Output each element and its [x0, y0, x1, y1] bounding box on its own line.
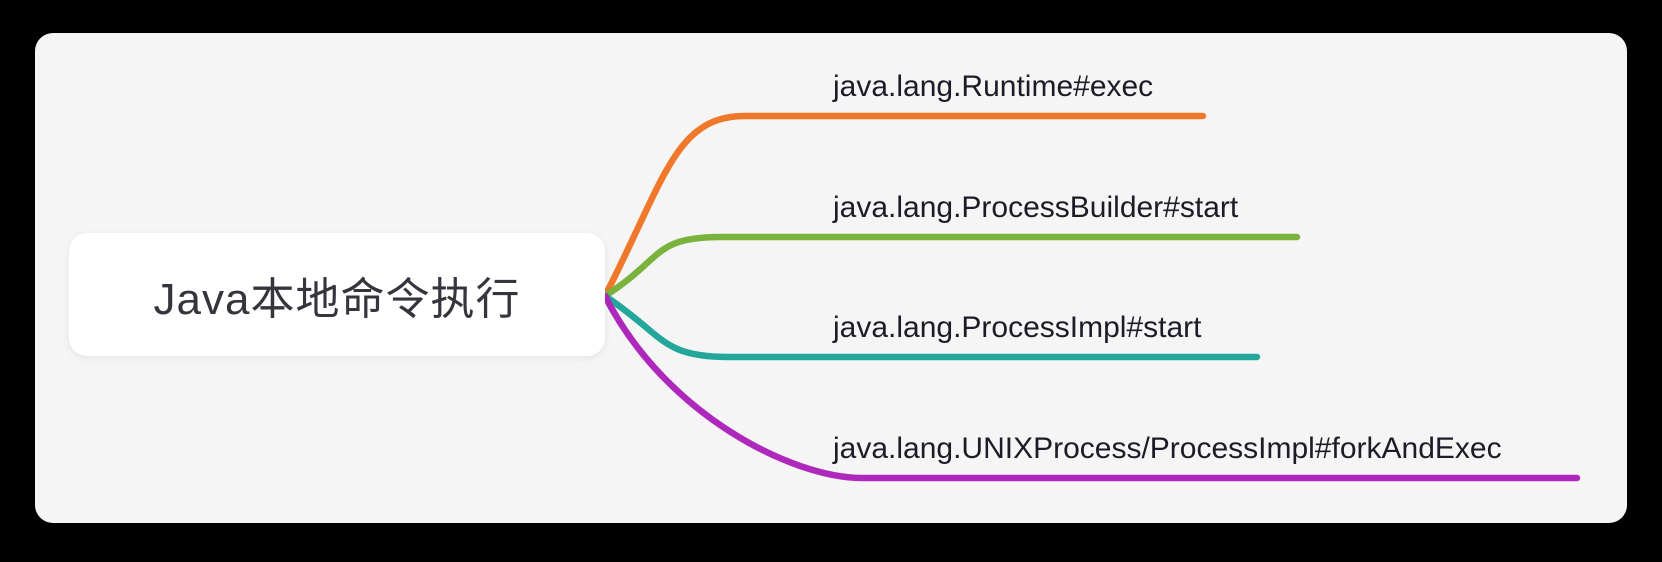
branch-node[interactable]: java.lang.Runtime#exec [833, 70, 1154, 103]
branch-connector [601, 292, 1261, 361]
branch-connector [601, 112, 1207, 300]
root-node[interactable]: Java本地命令执行 [69, 233, 605, 356]
branch-connector [601, 292, 1581, 482]
root-node-label: Java本地命令执行 [153, 274, 521, 324]
branch-node[interactable]: java.lang.UNIXProcess/ProcessImpl#forkAn… [833, 432, 1502, 465]
branch-node[interactable]: java.lang.ProcessImpl#start [833, 311, 1202, 344]
branch-connector [601, 233, 1301, 300]
branch-node[interactable]: java.lang.ProcessBuilder#start [833, 191, 1239, 224]
